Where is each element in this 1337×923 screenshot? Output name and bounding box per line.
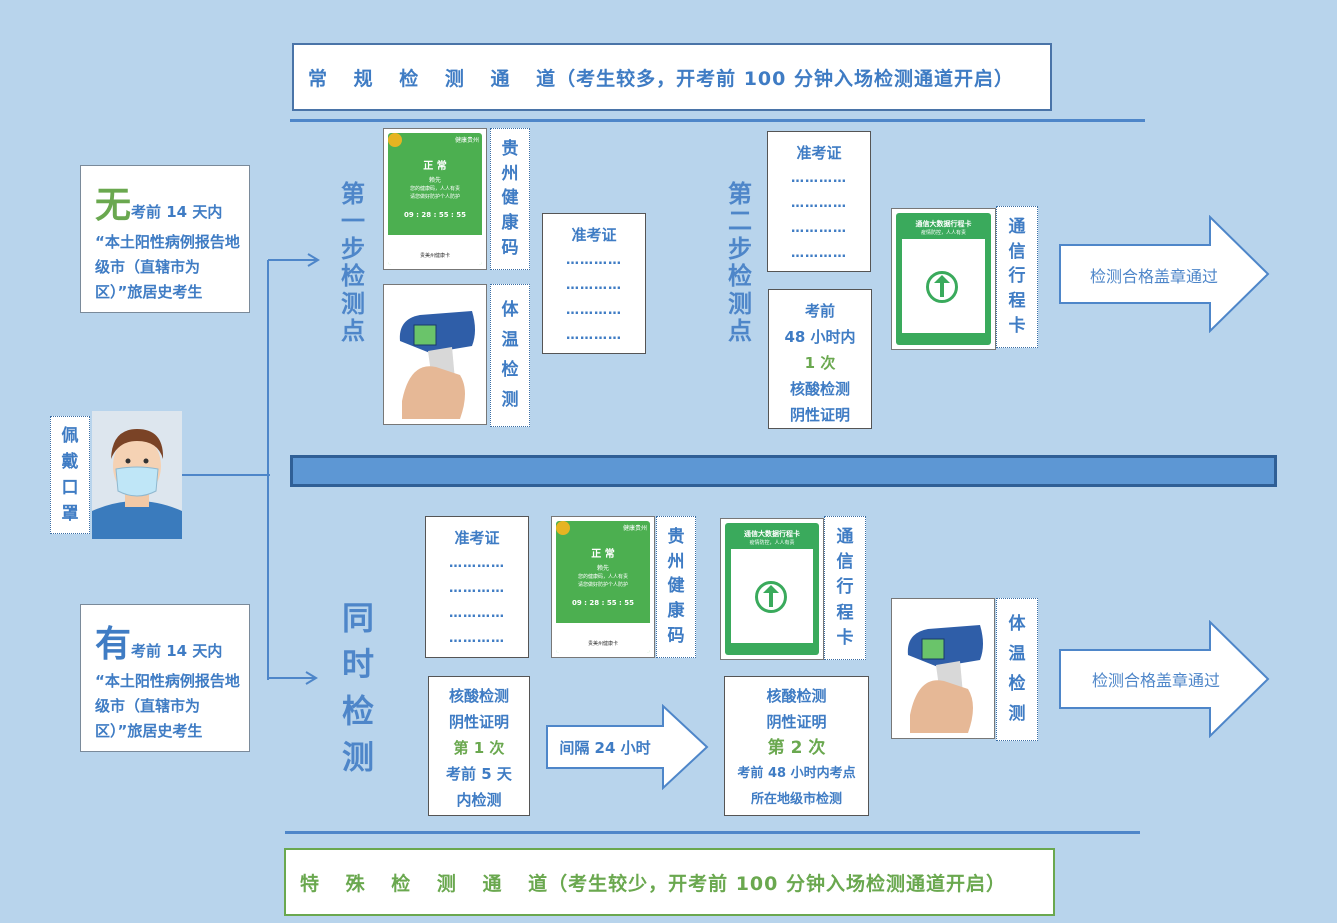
special-channel-subtitle: （考生较少，开考前 100 分钟入场检测通道开启） — [548, 872, 1006, 895]
has-history-head: 考前 14 天内 — [131, 642, 223, 660]
exam-ticket-bottom: 准考证 ………… ………… ………… ………… — [425, 516, 529, 658]
nucleic-48h-box: 考前 48 小时内 1 次 核酸检测 阴性证明 — [768, 289, 872, 429]
no-history-head: 考前 14 天内 — [131, 203, 223, 221]
pass-text-bottom: 检测合格盖章通过 — [1091, 671, 1220, 690]
regular-channel-banner: 常 规 检 测 通 道 （考生较多，开考前 100 分钟入场检测通道开启） — [292, 43, 1052, 111]
thermometer-card-top — [383, 284, 487, 425]
exam-ticket-step2: 准考证 ………… ………… ………… ………… — [767, 131, 871, 272]
step2-label: 第二步检测点 — [728, 179, 752, 346]
person-avatar — [92, 411, 182, 539]
regular-channel-subtitle: （考生较多，开考前 100 分钟入场检测通道开启） — [556, 67, 1014, 90]
has-history-big: 有 — [95, 624, 132, 665]
pass-arrow-bottom — [1059, 620, 1270, 738]
simul-label: 同时检测 — [341, 599, 374, 776]
travel-label-top: 通信行程卡 — [996, 206, 1038, 348]
top-divider — [290, 119, 1145, 122]
travel-card-top: 通信大数据行程卡 疫情防控，人人有责 — [891, 208, 996, 350]
travel-card-bottom: 通信大数据行程卡 疫情防控，人人有责 — [720, 518, 824, 660]
health-code-card-top: 健康贵州 正 常 赖先 您的健康码，人人有责 请您做好防护个人防护 09 : 2… — [383, 128, 487, 270]
bottom-divider — [285, 831, 1140, 834]
middle-separator — [290, 455, 1277, 487]
nucleic-first-box: 核酸检测 阴性证明 第 1 次 考前 5 天 内检测 — [428, 676, 530, 816]
temp-label-bottom: 体温检测 — [996, 598, 1038, 741]
has-history-body: “本土阳性病例报告地级市（直辖市为区）”旅居史考生 — [95, 672, 240, 740]
health-code-card-bottom: 健康贵州 正 常 赖先 您的健康码，人人有责 请您做好防护个人防护 09 : 2… — [551, 516, 655, 658]
thermometer-card-bottom — [891, 598, 995, 739]
nucleic-second-box: 核酸检测 阴性证明 第 2 次 考前 48 小时内考点 所在地级市检测 — [724, 676, 869, 816]
health-code-label-bottom: 贵州健康码 — [656, 516, 696, 658]
health-code-label-top: 贵州健康码 — [490, 128, 530, 270]
mask-label: 佩戴口罩 — [50, 416, 90, 534]
step1-label: 第一步检测点 — [341, 179, 365, 346]
pass-text-top: 检测合格盖章通过 — [1089, 267, 1218, 286]
no-history-box: 无 考前 14 天内 “本土阳性病例报告地级市（直辖市为区）”旅居史考生 — [80, 165, 250, 313]
pass-arrow-top — [1059, 215, 1270, 333]
no-history-body: “本土阳性病例报告地级市（直辖市为区）”旅居史考生 — [95, 233, 240, 301]
has-history-box: 有 考前 14 天内 “本土阳性病例报告地级市（直辖市为区）”旅居史考生 — [80, 604, 250, 752]
interval-text: 间隔 24 小时 — [559, 738, 651, 757]
special-channel-banner: 特 殊 检 测 通 道 （考生较少，开考前 100 分钟入场检测通道开启） — [284, 848, 1055, 916]
regular-channel-title: 常 规 检 测 通 道 — [308, 67, 557, 90]
connector-lines — [182, 253, 320, 685]
no-history-big: 无 — [95, 185, 132, 226]
special-channel-title: 特 殊 检 测 通 道 — [300, 872, 549, 895]
temp-label-top: 体温检测 — [490, 284, 530, 427]
travel-label-bottom: 通信行程卡 — [824, 516, 866, 660]
interval-arrow — [546, 704, 709, 790]
exam-ticket-top: 准考证 ………… ………… ………… ………… — [542, 213, 646, 354]
